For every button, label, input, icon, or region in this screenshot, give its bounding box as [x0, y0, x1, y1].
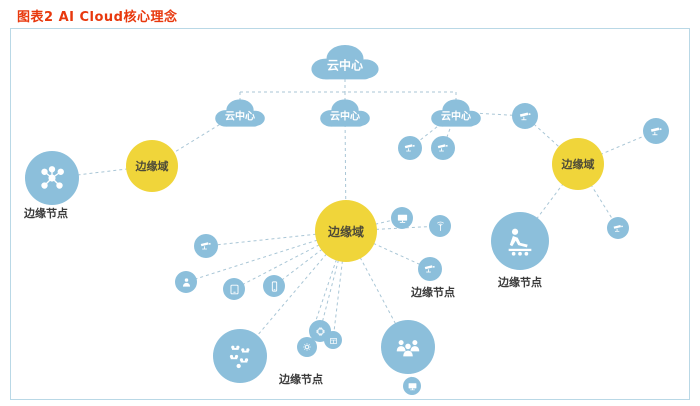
box-icon — [329, 337, 337, 344]
smartphone-node — [263, 275, 285, 297]
gear-node — [297, 337, 317, 357]
cctv-camera-icon — [650, 126, 662, 135]
edge-domain-left-label: 边缘域 — [135, 160, 169, 173]
cloud-icon — [431, 99, 481, 127]
monitor-icon — [408, 382, 416, 390]
cctv-camera-icon — [519, 111, 531, 120]
antenna-node — [429, 215, 451, 237]
cctv-camera-icon — [404, 144, 415, 152]
edge-node-center-right-label: 边缘节点 — [411, 286, 455, 299]
cloud-main-label: 云中心 — [326, 58, 363, 73]
cloud-icon — [311, 45, 379, 80]
edge-domain-right: 边缘域 — [552, 138, 604, 190]
cloud-sub-left-label: 云中心 — [225, 111, 255, 123]
edge-node-group — [381, 320, 435, 374]
camera-node-4 — [431, 136, 455, 160]
person-icon — [182, 277, 190, 287]
tablet-node — [223, 278, 245, 300]
edge-node-left-label: 边缘节点 — [24, 207, 68, 220]
edge-node-bottom-label: 边缘节点 — [279, 373, 323, 386]
tablet-icon — [230, 284, 238, 294]
camera-node-7 — [607, 217, 629, 239]
cloud-sub-right-label: 云中心 — [441, 111, 471, 123]
cloud-icon — [320, 99, 370, 127]
camera-node-1 — [194, 234, 218, 258]
worker-machine-icon — [508, 228, 532, 256]
cloud-sub-right: 云中心 — [425, 93, 487, 131]
camera-node-5 — [512, 103, 538, 129]
figure-title: 图表2 AI Cloud核心理念 — [17, 10, 178, 25]
edge-domain-left: 边缘域 — [126, 140, 178, 192]
cctv-camera-icon — [437, 144, 448, 152]
network-nodes-icon — [41, 166, 64, 189]
monitor-node-small — [403, 377, 421, 395]
gear-icon — [303, 343, 311, 351]
person-node — [175, 271, 197, 293]
antenna-icon — [436, 221, 444, 231]
edge-domain-center-label: 边缘域 — [327, 224, 364, 239]
cctv-camera-icon — [200, 242, 211, 250]
chip-icon — [315, 326, 325, 336]
monitor-node — [391, 207, 413, 229]
cctv-camera-icon — [424, 265, 435, 273]
edge-node-left — [25, 151, 79, 205]
cctv-camera-icon — [613, 224, 623, 232]
camera-node-2 — [418, 257, 442, 281]
edge-domain-center: 边缘域 — [315, 200, 377, 262]
cloud-sub-middle: 云中心 — [314, 93, 376, 131]
edge-node-bottom — [213, 329, 267, 383]
drone-swarm-icon — [229, 345, 250, 369]
edge-domain-right-label: 边缘域 — [561, 158, 595, 171]
edge-node-right — [491, 212, 549, 270]
cloud-icon — [215, 99, 265, 127]
box-node — [324, 331, 342, 349]
camera-node-3 — [398, 136, 422, 160]
camera-node-6 — [643, 118, 669, 144]
cloud-center-main: 云中心 — [303, 37, 387, 85]
edge-node-right-label: 边缘节点 — [498, 276, 542, 289]
people-group-icon — [396, 340, 420, 357]
cloud-sub-middle-label: 云中心 — [330, 111, 360, 123]
smartphone-icon — [271, 280, 277, 292]
monitor-icon — [397, 214, 407, 223]
cloud-sub-left: 云中心 — [209, 93, 271, 131]
